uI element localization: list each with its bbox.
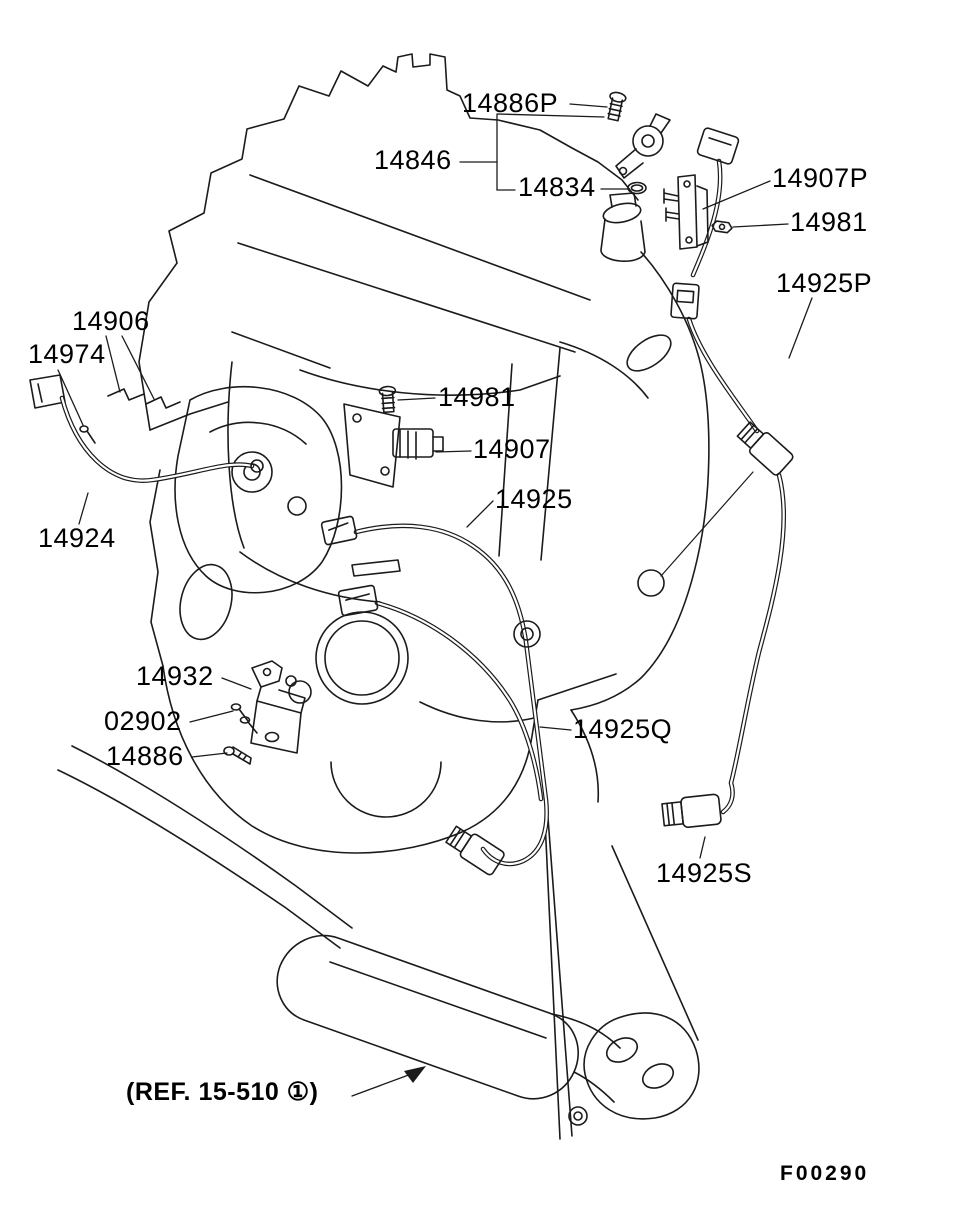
screws-02902-art <box>230 703 258 734</box>
part-label-14834: 14834 <box>518 172 596 202</box>
bracket-14932-art <box>250 660 306 754</box>
grommet-art <box>513 620 541 648</box>
clamp-14906b-art <box>145 396 181 409</box>
bracket-14907p-art <box>663 174 709 250</box>
connector-art-2 <box>337 584 379 617</box>
reference-label: (REF. 15-510 ①) <box>126 1078 319 1106</box>
part-label-14981-upper: 14981 <box>790 207 868 237</box>
engine-block-art <box>138 53 710 854</box>
ref-arrowhead <box>404 1066 426 1083</box>
part-label-14925: 14925 <box>495 484 573 514</box>
figure-code: F00290 <box>780 1162 870 1185</box>
bolt-14981-mid-art <box>378 385 397 414</box>
part-label-02902: 02902 <box>104 706 182 736</box>
oxygen-sensor-front-art <box>445 825 505 876</box>
oxygen-sensor-right-art <box>736 421 794 476</box>
connector-14974-art <box>29 374 66 409</box>
oxygen-sensor-14925s-art <box>661 793 722 829</box>
part-label-14981-mid: 14981 <box>438 382 516 412</box>
oring-14834-art <box>627 181 647 195</box>
part-label-14907: 14907 <box>473 434 551 464</box>
bolt-14886-art <box>223 746 252 765</box>
connector-art-3 <box>696 127 740 165</box>
label-leader-lines <box>57 103 813 1097</box>
nut-14981-art <box>711 220 733 234</box>
part-label-14886: 14886 <box>106 741 184 771</box>
part-label-14846: 14846 <box>374 145 452 175</box>
clamp-14906-art <box>107 388 145 401</box>
part-label-14924: 14924 <box>38 523 116 553</box>
part-label-14925p: 14925P <box>776 268 873 298</box>
part-label-14925s: 14925S <box>656 858 753 888</box>
part-label-14932: 14932 <box>136 661 214 691</box>
part-label-14907p: 14907P <box>772 163 869 193</box>
part-label-14886p: 14886P <box>462 88 559 118</box>
part-label-14974: 14974 <box>28 339 106 369</box>
sensor-14907-art <box>343 403 444 488</box>
bolt-14886p-art <box>607 91 627 122</box>
exhaust-art <box>57 745 700 1140</box>
connector-art-4 <box>670 282 700 320</box>
ring-terminal-art <box>250 459 264 473</box>
harness-art <box>29 127 794 876</box>
part-label-14925q: 14925Q <box>573 714 673 744</box>
connector-art-1 <box>320 515 358 546</box>
small-parts-art <box>223 91 733 765</box>
part-label-14906: 14906 <box>72 306 150 336</box>
crank-sensor-14846-art <box>615 113 671 179</box>
